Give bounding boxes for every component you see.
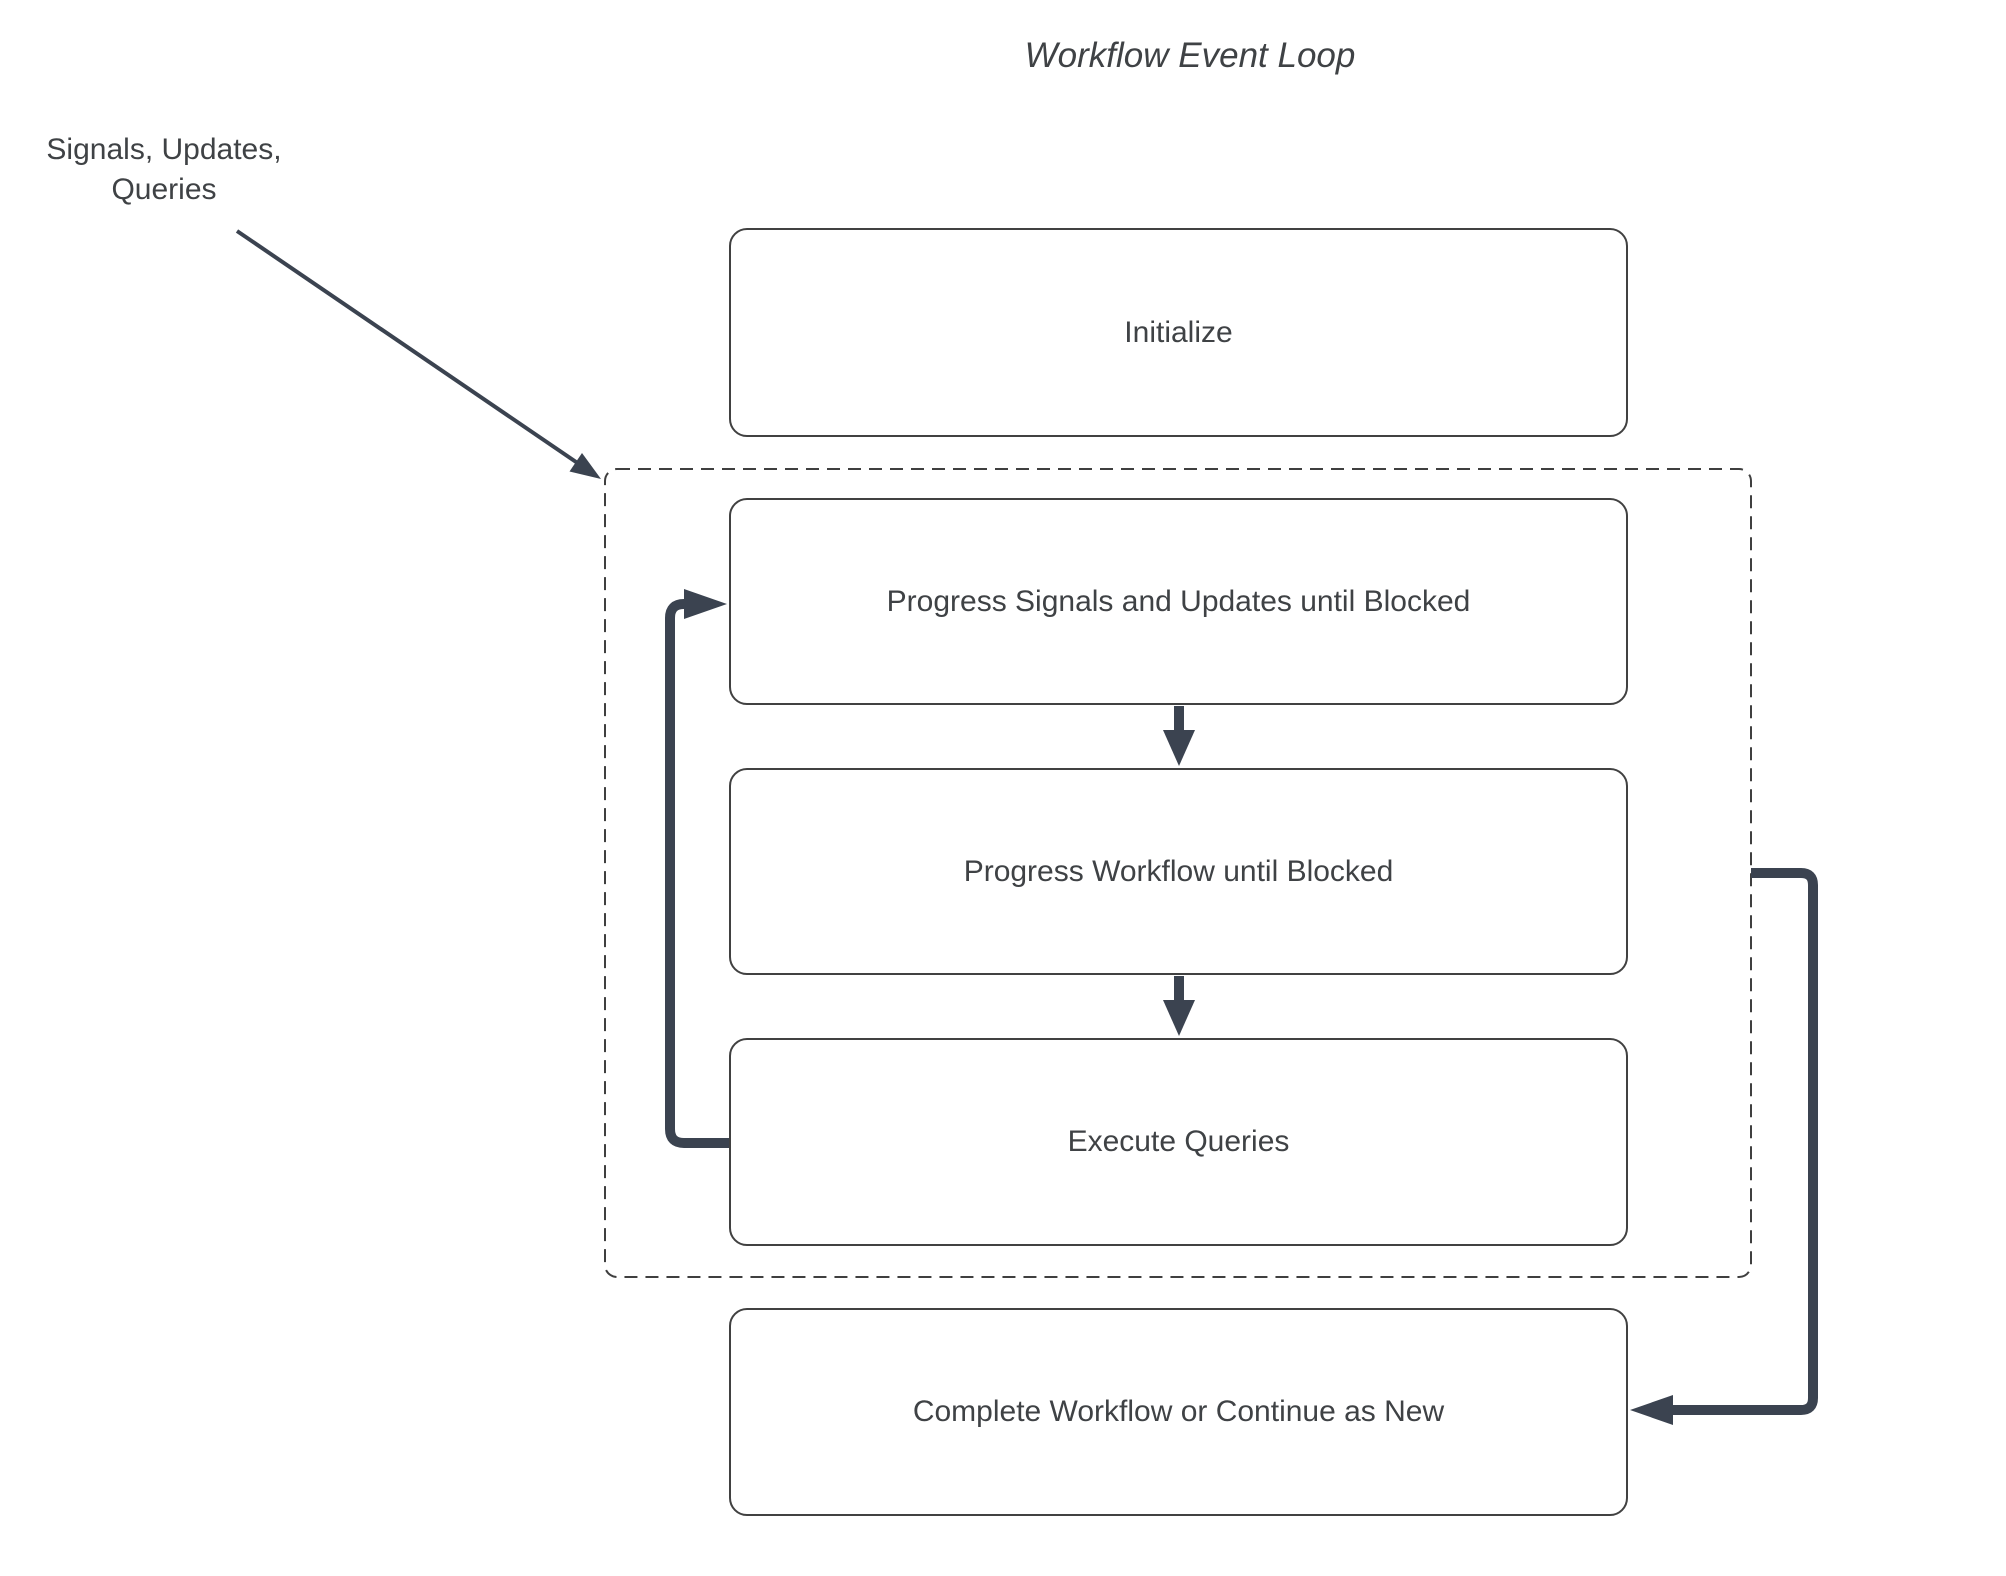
loop-back-arrow-icon [665, 589, 729, 1148]
signals-arrow-icon [235, 229, 601, 479]
node-progress-signals-updates: Progress Signals and Updates until Block… [729, 498, 1628, 705]
continue-as-new-arrow-icon [1630, 868, 1818, 1425]
node-execute-queries: Execute Queries [729, 1038, 1628, 1246]
down-arrow-icon-1 [1163, 706, 1195, 766]
node-initialize: Initialize [729, 228, 1628, 437]
down-arrow-icon-2 [1163, 976, 1195, 1036]
event-loop-group-border [604, 468, 1752, 1278]
node-progress-workflow: Progress Workflow until Blocked [729, 768, 1628, 975]
page-title: Workflow Event Loop [1024, 36, 1356, 75]
node-complete-workflow: Complete Workflow or Continue as New [729, 1308, 1628, 1516]
signals-updates-queries-label: Signals, Updates, Queries [46, 133, 282, 206]
